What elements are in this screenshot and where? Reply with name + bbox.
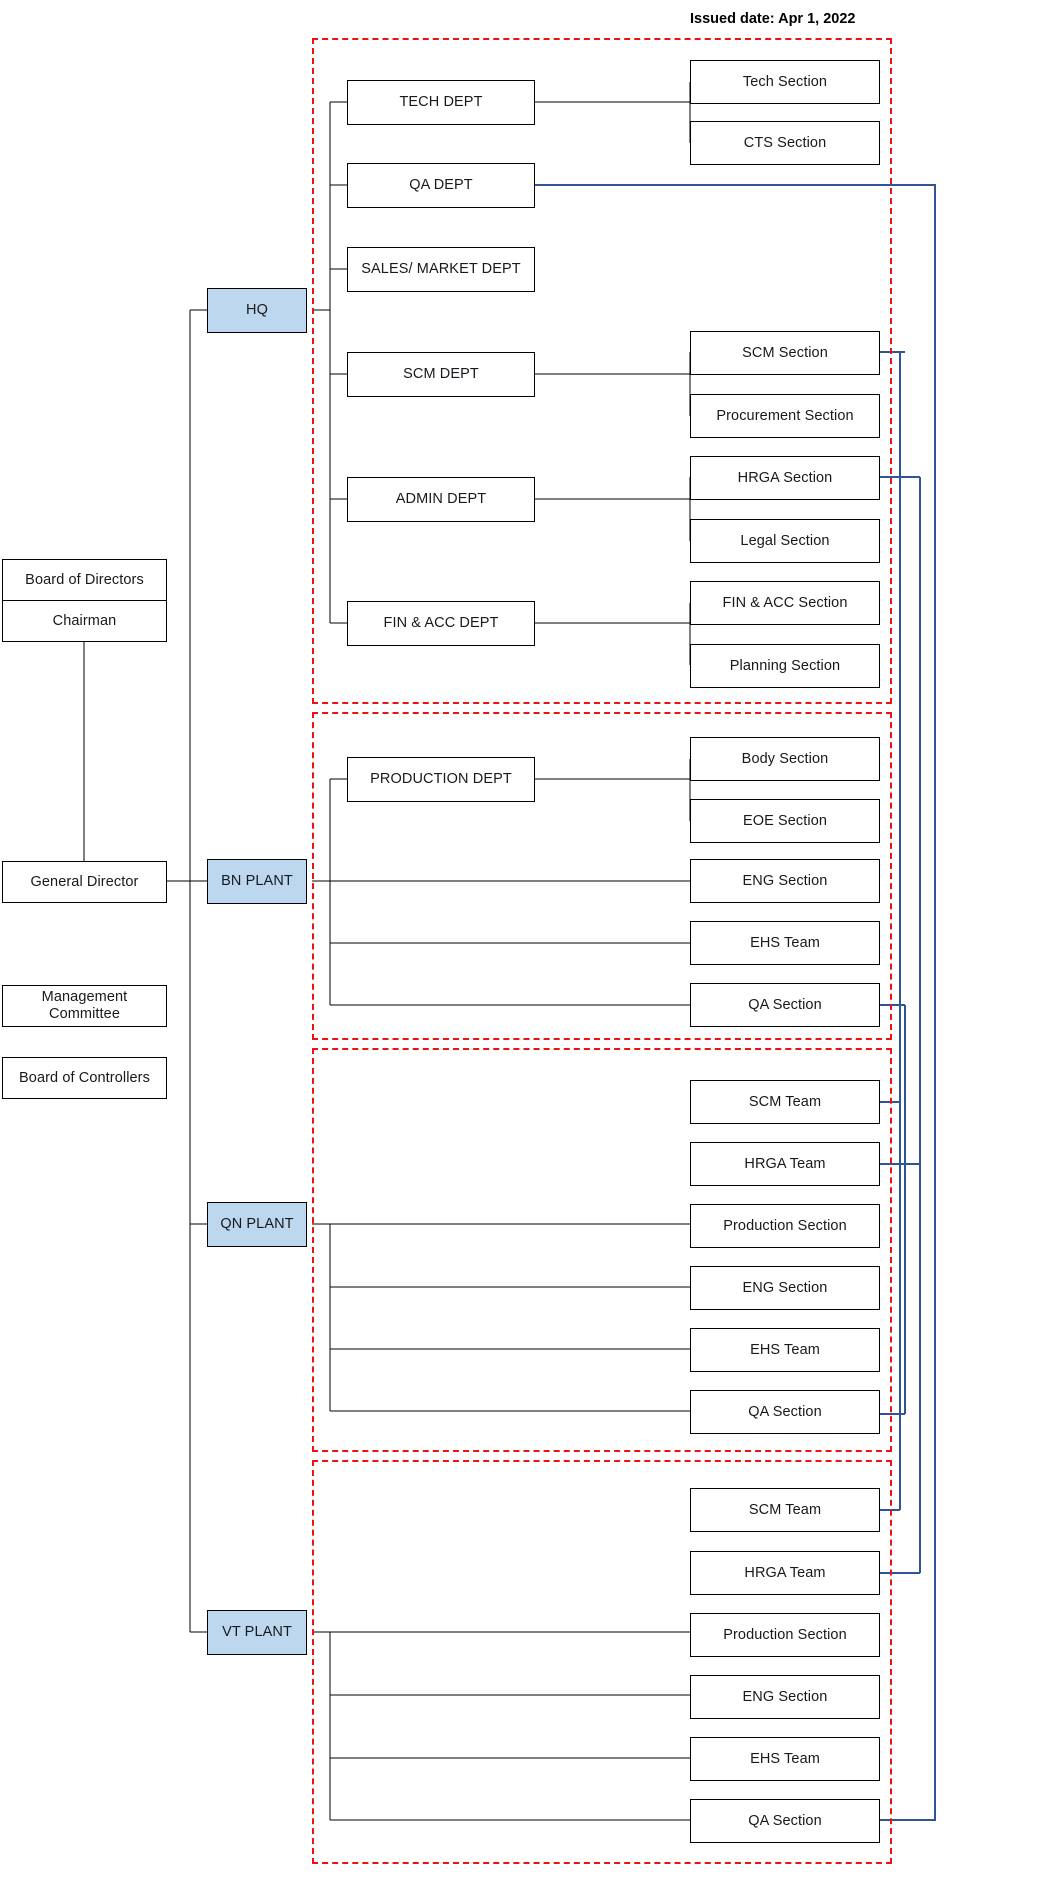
dept-box-tech-dept[interactable]: TECH DEPT <box>347 80 535 125</box>
section-box-qn-eng-section[interactable]: ENG Section <box>690 1266 880 1310</box>
dept-box-production-dept[interactable]: PRODUCTION DEPT <box>347 757 535 802</box>
unit-box-qn-plant[interactable]: QN PLANT <box>207 1202 307 1247</box>
section-box-planning-section[interactable]: Planning Section <box>690 644 880 688</box>
dept-box-admin-dept[interactable]: ADMIN DEPT <box>347 477 535 522</box>
section-box-fin-acc-section[interactable]: FIN & ACC Section <box>690 581 880 625</box>
section-box-hrga-section[interactable]: HRGA Section <box>690 456 880 500</box>
section-box-vt-eng-section[interactable]: ENG Section <box>690 1675 880 1719</box>
section-box-bn-eng-section[interactable]: ENG Section <box>690 859 880 903</box>
section-box-scm-section[interactable]: SCM Section <box>690 331 880 375</box>
section-box-qn-qa-section[interactable]: QA Section <box>690 1390 880 1434</box>
section-box-bn-body-section[interactable]: Body Section <box>690 737 880 781</box>
box-management-committee[interactable]: Management Committee <box>2 985 167 1027</box>
section-box-vt-ehs-team[interactable]: EHS Team <box>690 1737 880 1781</box>
section-box-procurement-section[interactable]: Procurement Section <box>690 394 880 438</box>
section-box-qn-hrga-team[interactable]: HRGA Team <box>690 1142 880 1186</box>
unit-box-bn-plant[interactable]: BN PLANT <box>207 859 307 904</box>
section-box-tech-section[interactable]: Tech Section <box>690 60 880 104</box>
section-box-vt-qa-section[interactable]: QA Section <box>690 1799 880 1843</box>
section-box-qn-production-section[interactable]: Production Section <box>690 1204 880 1248</box>
box-chairman[interactable]: Chairman <box>2 600 167 642</box>
section-box-bn-ehs-team[interactable]: EHS Team <box>690 921 880 965</box>
unit-box-hq[interactable]: HQ <box>207 288 307 333</box>
section-box-bn-eoe-section[interactable]: EOE Section <box>690 799 880 843</box>
box-board-of-directors[interactable]: Board of Directors <box>2 559 167 601</box>
dept-box-sales-market-dept[interactable]: SALES/ MARKET DEPT <box>347 247 535 292</box>
dept-box-fin-acc-dept[interactable]: FIN & ACC DEPT <box>347 601 535 646</box>
section-box-qn-scm-team[interactable]: SCM Team <box>690 1080 880 1124</box>
section-box-legal-section[interactable]: Legal Section <box>690 519 880 563</box>
section-box-vt-scm-team[interactable]: SCM Team <box>690 1488 880 1532</box>
section-box-vt-hrga-team[interactable]: HRGA Team <box>690 1551 880 1595</box>
section-box-bn-qa-section[interactable]: QA Section <box>690 983 880 1027</box>
section-box-cts-section[interactable]: CTS Section <box>690 121 880 165</box>
issued-date-label: Issued date: Apr 1, 2022 <box>690 11 856 27</box>
dept-box-scm-dept[interactable]: SCM DEPT <box>347 352 535 397</box>
dept-box-qa-dept[interactable]: QA DEPT <box>347 163 535 208</box>
box-board-of-controllers[interactable]: Board of Controllers <box>2 1057 167 1099</box>
box-general-director[interactable]: General Director <box>2 861 167 903</box>
section-box-qn-ehs-team[interactable]: EHS Team <box>690 1328 880 1372</box>
section-box-vt-production-section[interactable]: Production Section <box>690 1613 880 1657</box>
unit-box-vt-plant[interactable]: VT PLANT <box>207 1610 307 1655</box>
